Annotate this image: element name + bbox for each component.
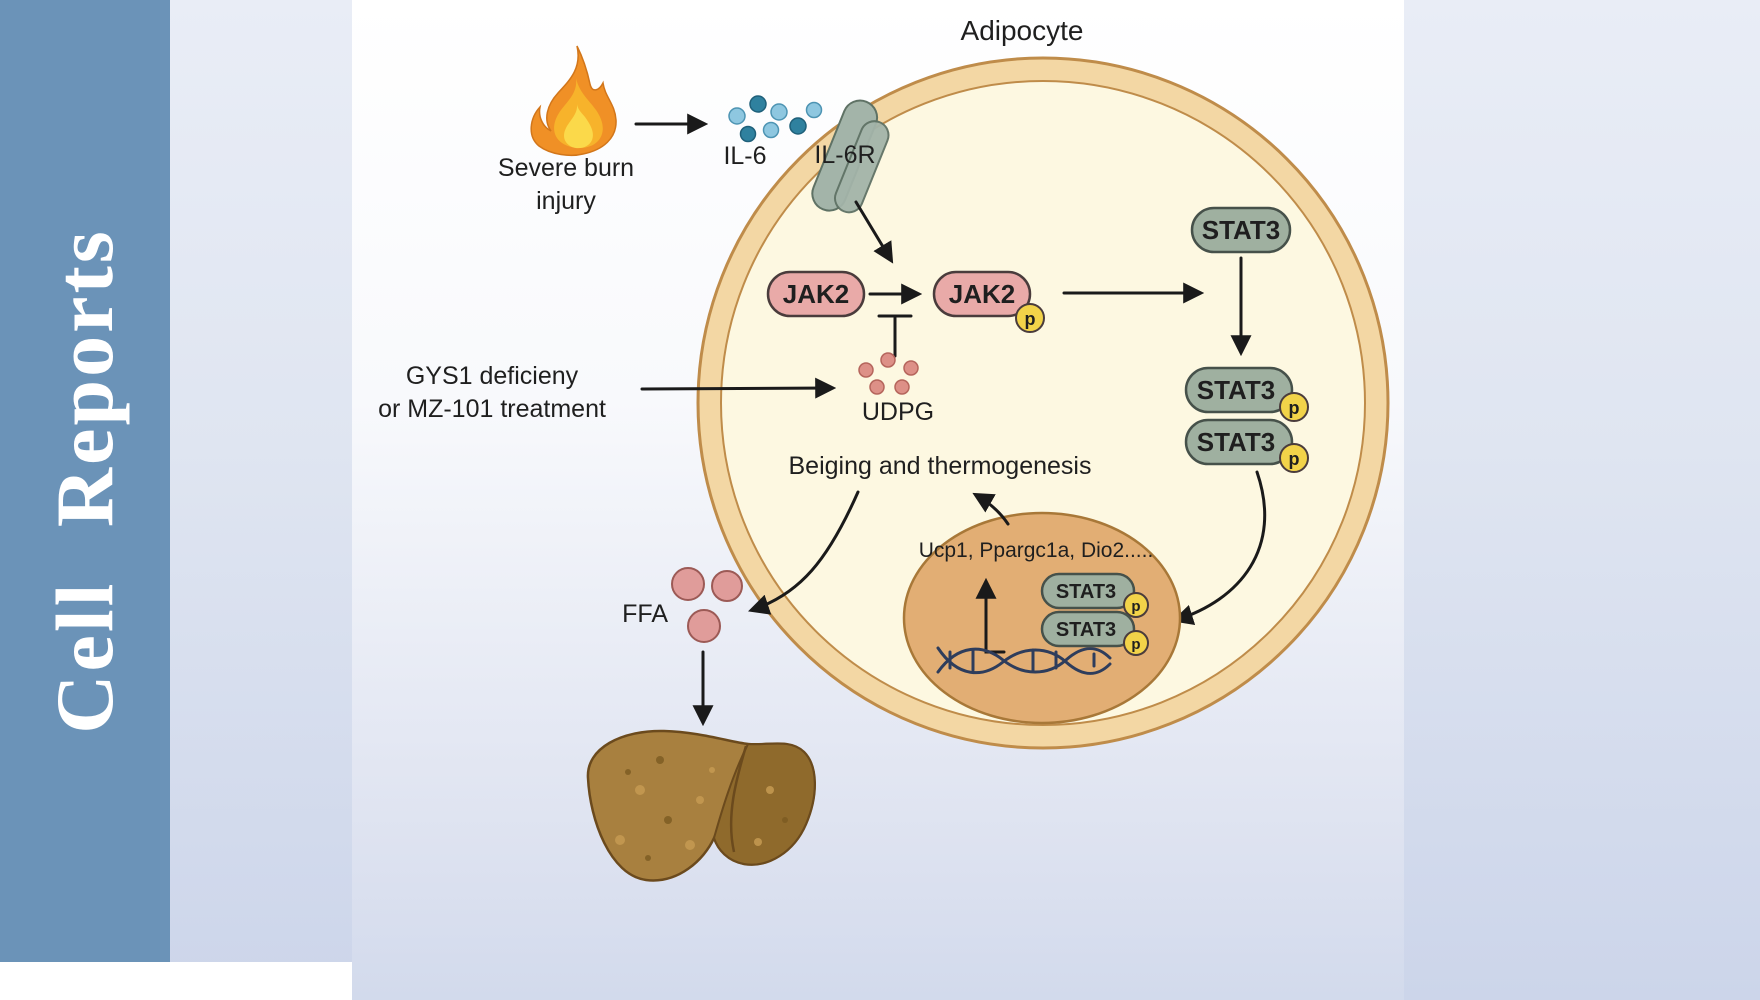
target-genes-label: Ucp1, Ppargc1a, Dio2.....	[919, 539, 1154, 562]
ffa-label: FFA	[622, 600, 668, 628]
adipocyte-label: Adipocyte	[961, 15, 1084, 46]
phospho-badge	[1123, 592, 1149, 618]
inhibition-tbar	[877, 314, 913, 358]
arrow-nucleus-to-beiging	[972, 492, 1010, 526]
arrow-il6r-to-jak2	[854, 200, 894, 264]
phospho-badge	[1279, 443, 1309, 473]
svg-text:STAT3: STAT3	[1197, 427, 1275, 457]
jak2-p-label: JAK2	[949, 279, 1015, 309]
udpg-label: UDPG	[862, 398, 934, 426]
svg-text:STAT3: STAT3	[1197, 375, 1275, 405]
il6-label: IL-6	[723, 142, 766, 170]
svg-text:p: p	[1131, 636, 1140, 653]
gys1-label-line2: or MZ-101 treatment	[378, 395, 606, 423]
severe-burn-label-line2: injury	[536, 187, 596, 215]
svg-text:p: p	[1025, 309, 1036, 329]
udpg-molecules	[858, 352, 919, 395]
arrow-gys1-to-udpg	[640, 377, 837, 399]
fire-icon	[530, 45, 617, 157]
svg-text:p: p	[1131, 598, 1140, 615]
arrow-beiging-to-ffa	[748, 490, 860, 615]
il6r-label: IL-6R	[814, 141, 875, 169]
il6-molecules	[728, 95, 823, 143]
beiging-label: Beiging and thermogenesis	[789, 452, 1092, 480]
jak2-phospho-box: JAK2 p	[932, 270, 1045, 333]
journal-sidebar: Cell Reports	[0, 0, 170, 962]
svg-text:p: p	[1289, 398, 1300, 418]
svg-text:STAT3: STAT3	[1056, 581, 1116, 603]
gys1-label-line1: GYS1 deficieny	[406, 362, 579, 390]
phospho-badge	[1015, 303, 1045, 333]
liver-icon	[586, 729, 816, 882]
stat3-p-dimer: STAT3 p STAT3 p	[1184, 366, 1309, 473]
svg-text:STAT3: STAT3	[1056, 619, 1116, 641]
jak2-label: JAK2	[783, 279, 849, 309]
severe-burn-label-line1: Severe burn	[498, 154, 634, 182]
dna-helix	[936, 646, 1112, 675]
jak2-box: JAK2	[766, 270, 866, 318]
arrow-dimer-to-nucleus	[1171, 470, 1267, 626]
phospho-badge	[1123, 630, 1149, 656]
ffa-molecules	[671, 567, 743, 643]
stat3-label: STAT3	[1202, 215, 1280, 245]
bottom-margin	[0, 962, 352, 1000]
stat3-p-nuclear: STAT3 p STAT3 p	[1040, 572, 1149, 656]
phospho-badge	[1279, 392, 1309, 422]
stat3-box: STAT3	[1190, 206, 1292, 254]
liver-texture	[615, 756, 788, 861]
il6r-receptor: IL-6R	[811, 99, 890, 214]
svg-text:p: p	[1289, 449, 1300, 469]
